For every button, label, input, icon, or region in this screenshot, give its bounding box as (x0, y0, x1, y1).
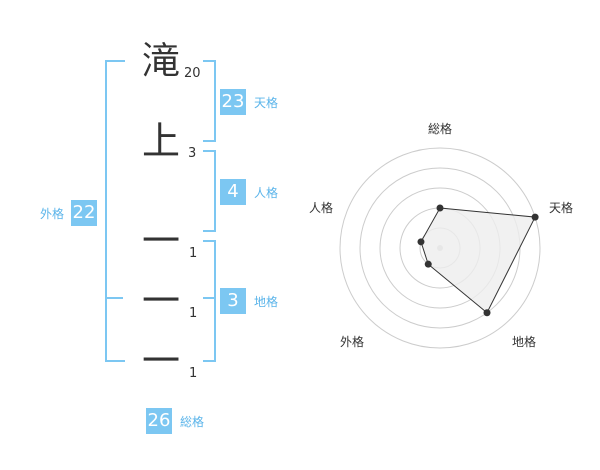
chikaku-badge: 3 (220, 288, 246, 314)
radar-point-2 (531, 213, 539, 221)
tenkaku-badge: 23 (220, 89, 246, 115)
char-5: 一 (142, 339, 181, 383)
radar-axis-label-tenkaku: 天格 (549, 201, 574, 215)
radar-data-area (420, 207, 536, 314)
tenkaku-label: 天格 (254, 96, 279, 110)
char-2: 上 (142, 119, 181, 163)
radar-point-1 (436, 204, 444, 212)
jinkaku-bracket (203, 150, 216, 232)
soukaku-badge: 26 (146, 408, 172, 434)
radar-point-5 (417, 238, 425, 246)
jinkaku-badge: 4 (220, 179, 246, 205)
chikaku-bracket (203, 240, 216, 362)
radar-point-3 (483, 309, 491, 317)
gaikaku-bracket-divider (105, 297, 123, 299)
char-3: 一 (142, 219, 181, 263)
char-1-strokes: 20 (184, 66, 201, 81)
radar-grid-ring (339, 147, 541, 349)
radar-axis-label-soukaku: 総格 (428, 122, 453, 136)
soukaku-label: 総格 (180, 415, 205, 429)
gaikaku-label: 外格 (40, 207, 65, 221)
chikaku-label: 地格 (254, 295, 279, 309)
gaikaku-bracket (105, 60, 125, 362)
chikaku-bracket-divider (203, 297, 214, 299)
char-3-strokes: 1 (189, 246, 198, 261)
tenkaku-bracket (203, 60, 216, 142)
char-4-strokes: 1 (189, 306, 198, 321)
gaikaku-badge: 22 (71, 200, 97, 226)
radar-axis-label-jinkaku: 人格 (309, 201, 334, 215)
radar-axis-label-gaikaku: 外格 (340, 335, 365, 349)
char-4: 一 (142, 279, 181, 323)
radar-point-4 (424, 260, 432, 268)
radar-axis-label-chikaku: 地格 (512, 335, 537, 349)
char-5-strokes: 1 (189, 366, 198, 381)
char-2-strokes: 3 (188, 146, 197, 161)
char-1: 滝 (142, 39, 181, 83)
jinkaku-label: 人格 (254, 186, 279, 200)
